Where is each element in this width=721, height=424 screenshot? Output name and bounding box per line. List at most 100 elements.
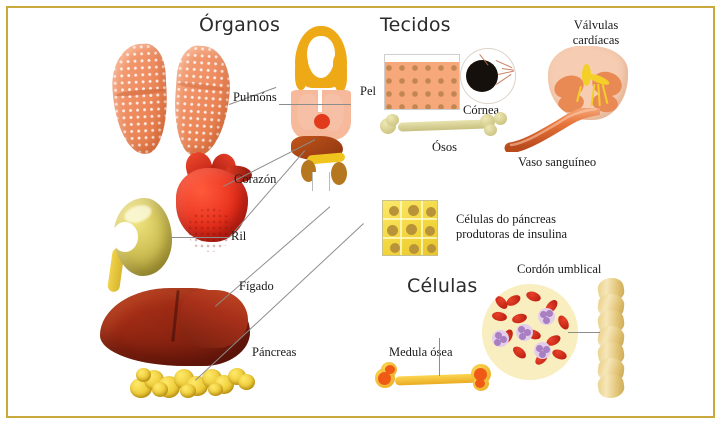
wbc-lobe (546, 310, 553, 317)
bone-illustration (380, 112, 508, 138)
organs-panel: Órganos (0, 0, 364, 424)
liver-right-lobe (180, 290, 248, 348)
label-heart-valves-line2: cardíacas (572, 32, 620, 47)
bone-head (494, 112, 507, 125)
label-pancreas-cells: Células do páncreas produtoras de insuli… (456, 212, 606, 242)
white-blood-cell (534, 342, 551, 359)
vessel-svg (504, 104, 603, 154)
cell-nucleus (427, 244, 436, 253)
cell-nucleus (426, 207, 436, 217)
label-umbilical-cord: Cordón umblical (517, 262, 602, 276)
marrow-core (378, 372, 391, 385)
lungs-illustration (110, 42, 233, 160)
connector-umbilical-cord (568, 332, 600, 333)
left-lung-shape (110, 42, 170, 156)
skin-tissue-illustration (384, 54, 460, 110)
connector-kidney (171, 237, 229, 238)
human-body-figure (285, 26, 357, 191)
wbc-lobe (524, 329, 531, 336)
wbc-lobe (495, 332, 502, 339)
cell-nucleus (409, 244, 419, 254)
cells-heading: Células (407, 275, 478, 297)
pancreas-lobule (208, 383, 223, 396)
connector-bone-marrow (439, 338, 440, 376)
blood-vessel-illustration (504, 104, 603, 154)
wbc-lobe (500, 336, 507, 343)
wbc-lobe (536, 345, 543, 352)
bone-marrow-illustration (375, 360, 495, 400)
kidney-illustration (112, 198, 172, 276)
body-heart (314, 114, 330, 129)
bone-shaft (397, 119, 491, 132)
body-trachea (318, 90, 322, 112)
blood-cells-illustration (482, 284, 578, 380)
label-liver: Fígado (239, 279, 274, 293)
label-pancreas-cells-line2: produtoras de insulina (456, 226, 568, 241)
right-lung-shape (171, 44, 233, 158)
cell-nucleus (387, 225, 398, 236)
cell-nucleus (389, 206, 399, 216)
wbc-lobe (539, 351, 546, 358)
label-pancreas: Páncreas (252, 345, 297, 359)
wbc-lobe (543, 346, 550, 353)
cell-wall (383, 237, 437, 239)
hair-right-strand (333, 56, 347, 92)
wbc-lobe (518, 326, 525, 333)
marrow-core (475, 379, 485, 388)
marrow-bone-shaft (394, 373, 482, 386)
label-heart-valves: Válvulas cardíacas (558, 18, 634, 48)
cord-segment (596, 372, 626, 400)
face-shape (307, 36, 335, 78)
white-blood-cell (516, 324, 533, 341)
cell-nucleus (425, 226, 435, 236)
label-bones: Ósos (432, 140, 458, 154)
red-blood-cell (491, 310, 508, 323)
label-skin: Pel (360, 84, 376, 98)
bone-epiphysis (386, 114, 399, 126)
tissues-heading: Tecidos (380, 14, 451, 36)
red-blood-cell (556, 313, 571, 332)
body-lung-left (297, 94, 317, 130)
label-heart: Corazón (234, 172, 277, 186)
bone-epiphysis (484, 124, 497, 136)
heart-valves-illustration (548, 46, 628, 120)
cell-nucleus (390, 243, 400, 253)
pancreas-lobule (136, 368, 151, 382)
pancreas-lobule (180, 384, 196, 398)
marrow-core (474, 368, 487, 381)
cornea-vessel (501, 68, 514, 71)
liver-groove (171, 289, 180, 343)
cell-nucleus (408, 205, 419, 216)
cornea-vessel (496, 73, 512, 85)
umbilical-cord-illustration (596, 276, 626, 400)
marrow-core (385, 365, 395, 374)
valve-leaflet (582, 64, 591, 86)
wbc-lobe (540, 311, 547, 318)
pancreas-lobule (238, 374, 255, 390)
heart-texture (188, 208, 232, 252)
red-blood-cell (493, 293, 510, 312)
red-blood-cell (510, 344, 529, 361)
wbc-lobe (543, 317, 550, 324)
body-kidney-right (331, 162, 347, 185)
white-blood-cell (492, 330, 509, 347)
label-cornea: Córnea (463, 103, 500, 117)
cornea-illustration (460, 48, 516, 104)
label-kidney: Ril (231, 229, 247, 243)
body-legs (312, 172, 330, 191)
cell-wall (421, 201, 423, 255)
hair-left-strand (295, 56, 308, 90)
red-blood-cell (524, 289, 543, 304)
label-lungs: Pulmóns (233, 90, 277, 104)
skin-cell-dots (385, 64, 459, 109)
pancreas-lobule (152, 382, 168, 397)
label-pancreas-cells-line1: Células do páncreas (456, 212, 556, 226)
cell-wall (383, 218, 437, 220)
pancreas-illustration (128, 364, 258, 404)
cell-nucleus (406, 224, 417, 235)
cornea-vessel (495, 60, 513, 69)
label-blood-vessel: Vaso sanguíneo (518, 155, 597, 169)
liver-illustration (100, 288, 250, 366)
kidney-hilum (112, 222, 138, 252)
